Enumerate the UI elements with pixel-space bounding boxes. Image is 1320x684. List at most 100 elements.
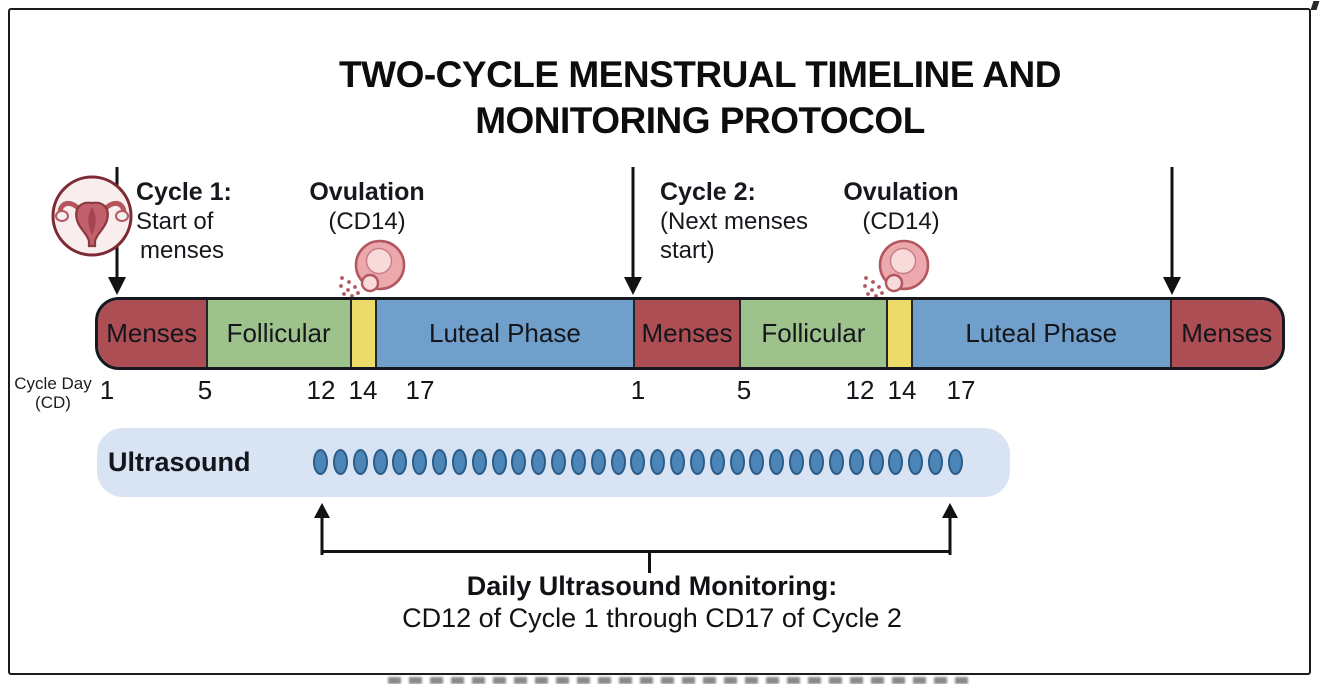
cycle2-heading: Cycle 2: [660,178,756,206]
segment-label: Menses [106,318,198,348]
ovulation1-detail: (CD14) [328,208,406,235]
monitoring-note-heading: Daily Ultrasound Monitoring: [466,571,838,601]
monitoring-note-detail: CD12 of Cycle 1 through CD17 of Cycle 2 [402,603,902,633]
cycle2-line2: start) [660,237,715,264]
ultrasound-day-dot [412,449,428,475]
timeline-segment-follicular-cycle1: Follicular [205,300,350,367]
segment-label: Follicular [761,318,866,348]
ultrasound-day-dot [650,449,666,475]
ultrasound-day-dot [590,449,606,475]
monitoring-bracket-pointer [648,552,651,573]
ultrasound-day-dot [828,449,844,475]
arrow-stem [948,516,952,555]
cycle2-start-arrow [624,167,642,297]
cycle2-annotation: Cycle 2: (Next menses start) [660,178,808,265]
arrow-head-icon [108,277,126,295]
timeline-segment-ovulation-window-cycle1 [349,300,375,367]
ultrasound-day-dot [372,449,388,475]
ultrasound-day-dot [947,449,963,475]
arrow-head-icon [314,503,330,518]
segment-label: Luteal Phase [965,318,1118,348]
ultrasound-day-dot [551,449,567,475]
timeline-segment-menses-cycle1: Menses [98,300,206,367]
timeline-segment-luteal-phase-cycle1: Luteal Phase [374,300,634,367]
diagram-border [8,8,1311,675]
cycle-day-tick-1: 1 [630,375,646,405]
ultrasound-day-dot [570,449,586,475]
monitoring-range-end-arrow [942,503,958,555]
cycle-day-tick-12: 12 [306,375,336,405]
ultrasound-day-dot [868,449,884,475]
timeline-segment-follicular-cycle2: Follicular [738,300,887,367]
ultrasound-day-dot [352,449,368,475]
uterus-icon [51,175,133,257]
cycle1-annotation: Cycle 1: Start of menses [136,178,232,265]
axis-label-line2: (CD) [35,393,71,412]
cycle-day-tick-14: 14 [887,375,917,405]
ultrasound-day-dot [471,449,487,475]
ultrasound-day-dot [928,449,944,475]
arrow-head-icon [624,277,642,295]
ultrasound-day-dot [729,449,745,475]
title-line-2: MONITORING PROTOCOL [475,100,925,141]
cycle-day-tick-1: 1 [99,375,115,405]
timeline-segment-luteal-phase-cycle2: Luteal Phase [910,300,1170,367]
ultrasound-day-dot [392,449,408,475]
arrow-stem [320,516,324,555]
segment-label: Luteal Phase [429,318,581,348]
segment-label: Menses [1181,318,1273,348]
cycle1-line1: Start of [136,208,214,235]
ultrasound-day-dot [432,449,448,475]
segment-label: Menses [641,318,733,348]
ultrasound-day-dot [313,449,328,475]
timeline-segment-menses-cycle2: Menses [633,300,739,367]
ultrasound-day-dot [332,449,348,475]
ultrasound-day-dot [749,449,765,475]
ultrasound-day-dot [531,449,547,475]
arrow-head-icon [942,503,958,518]
cycle-day-tick-12: 12 [845,375,875,405]
cropped-corner-mark [1310,1,1320,10]
ultrasound-day-dot [789,449,805,475]
ultrasound-day-dot [630,449,646,475]
cycle-day-tick-14: 14 [348,375,378,405]
ultrasound-day-dot [451,449,467,475]
title-line-1: TWO-CYCLE MENSTRUAL TIMELINE AND [339,54,1061,95]
ultrasound-day-dot [491,449,507,475]
monitoring-range-start-arrow [314,503,330,555]
diagram-title: TWO-CYCLE MENSTRUAL TIMELINE AND MONITOR… [160,52,1240,144]
ultrasound-day-dot [689,449,705,475]
ovulation-icon [339,239,406,298]
ovulation-icon [863,239,930,298]
cropped-caption-fragment [388,677,976,684]
cycle-day-tick-17: 17 [405,375,435,405]
timeline-bar: Menses Follicular Luteal Phase Menses Follic… [95,297,1285,370]
ovulation1-heading: Ovulation [309,178,425,206]
cycle-day-axis-label: Cycle Day (CD) [10,374,96,412]
cycle3-start-arrow [1163,167,1181,297]
ultrasound-day-dot [809,449,824,475]
cycle2-line1: (Next menses [660,208,809,235]
arrow-stem [631,167,635,279]
ovulation2-heading: Ovulation [843,178,959,206]
ultrasound-day-dot [610,449,626,475]
ovulation2-annotation: Ovulation (CD14) [826,178,976,236]
timeline-segment-menses-cycle3: Menses [1169,300,1282,367]
ultrasound-day-dot [709,449,725,475]
ultrasound-label: Ultrasound [108,447,251,477]
ultrasound-day-dot [769,449,785,475]
cycle-day-tick-5: 5 [736,375,752,405]
segment-label: Follicular [226,318,331,348]
timeline-segment-ovulation-window-cycle2 [886,300,911,367]
monitoring-bracket-line [322,550,950,553]
ultrasound-band: Ultrasound [97,428,1010,497]
arrow-stem [1170,167,1174,279]
ultrasound-day-dot [848,449,864,475]
ultrasound-day-dot [908,449,924,475]
ultrasound-day-dot [511,449,527,475]
ultrasound-day-dot [888,449,904,475]
ovulation2-detail: (CD14) [862,208,940,235]
cycle1-line2: menses [140,237,225,264]
ovulation1-annotation: Ovulation (CD14) [292,178,442,236]
arrow-head-icon [1163,277,1181,295]
